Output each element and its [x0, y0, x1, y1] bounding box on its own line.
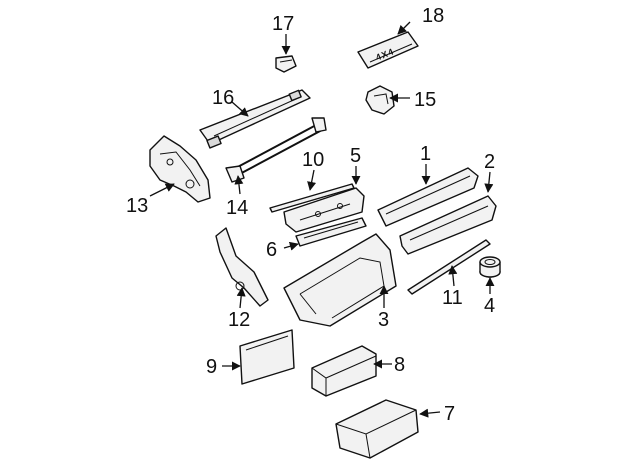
- callout-13: 13: [126, 195, 148, 217]
- callout-11: 11: [442, 287, 463, 309]
- callout-14: 14: [226, 197, 248, 219]
- part-4-bumper: [479, 256, 501, 278]
- callout-16: 16: [212, 87, 234, 109]
- callout-9: 9: [206, 356, 217, 378]
- part-3-glove-box: [283, 233, 397, 327]
- callout-5: 5: [350, 145, 361, 167]
- callout-18: 18: [422, 5, 444, 27]
- part-2-door-panel: [399, 195, 497, 255]
- part-16-reinforcement: [199, 89, 311, 149]
- part-17-clip: [275, 55, 297, 73]
- part-8-tray: [311, 345, 377, 397]
- part-15-bracket: [365, 85, 395, 115]
- callout-8: 8: [394, 354, 405, 376]
- callout-labels: 17 18 15 16 13 14 10 5 6 1 2 11 4 3 12 9…: [126, 5, 495, 425]
- callout-3: 3: [378, 309, 389, 331]
- part-12-hinge-arm: [215, 227, 269, 307]
- part-18-emblem: 4X4: [357, 31, 419, 69]
- callout-12: 12: [228, 309, 250, 331]
- part-1-upper-panel: [377, 167, 479, 227]
- callout-7: 7: [444, 403, 455, 425]
- callout-10: 10: [302, 149, 324, 171]
- part-7-large-tray: [335, 399, 419, 459]
- callout-15: 15: [414, 89, 436, 111]
- part-13-bracket: [149, 135, 211, 203]
- part-5-panel: [283, 187, 365, 233]
- callout-17: 17: [272, 13, 294, 35]
- leader-lines: [149, 21, 495, 418]
- part-9-liner: [239, 329, 295, 385]
- callout-6: 6: [266, 239, 277, 261]
- callout-1: 1: [420, 143, 431, 165]
- callout-2: 2: [484, 151, 495, 173]
- callout-4: 4: [484, 295, 495, 317]
